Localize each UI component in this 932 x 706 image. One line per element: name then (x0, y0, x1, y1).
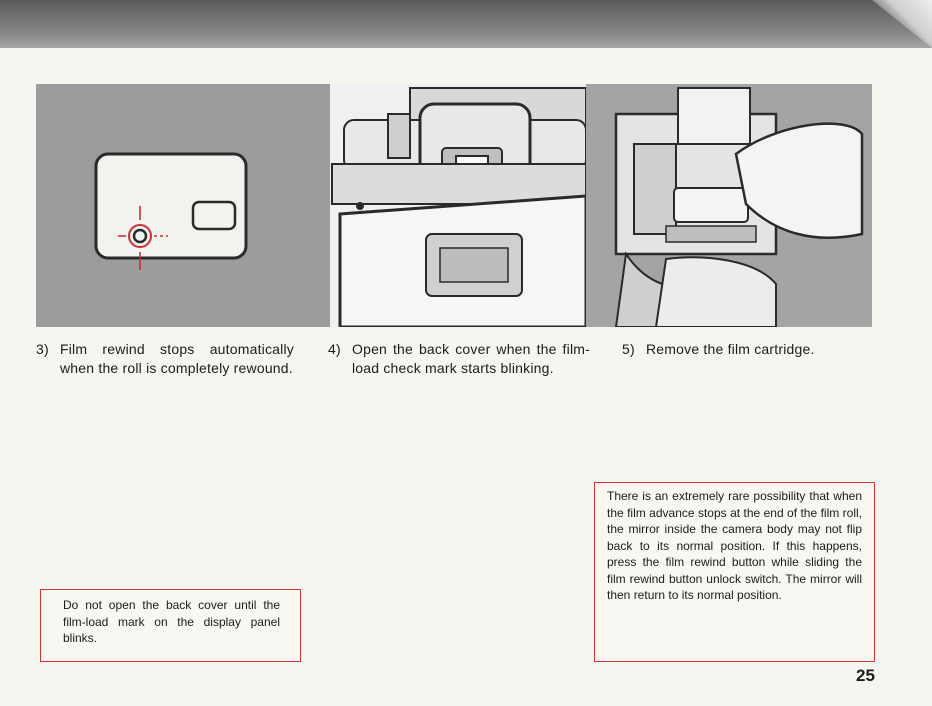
camera-back-drawing (330, 84, 586, 327)
illustration-display-panel (36, 84, 330, 327)
page-number: 25 (856, 666, 875, 685)
illustration-back-cover (330, 84, 586, 327)
illustration-remove-cartridge (586, 84, 872, 327)
page-top-shadow (0, 0, 932, 50)
mirror-note: There is an extremely rare possibility t… (594, 482, 875, 662)
display-panel-drawing (36, 84, 330, 327)
film-load-mark-icon (118, 206, 168, 270)
step-3-text: Film rewind stops automatically when the… (60, 341, 294, 376)
step-4-number: 4) (328, 341, 341, 357)
step-5-text: Remove the film cartridge. (646, 341, 815, 357)
caution-note: Do not open the back cover until the fil… (40, 589, 301, 662)
step-3-number: 3) (36, 341, 49, 357)
step-4-text: Open the back cover when the film-load c… (352, 341, 590, 376)
cartridge-removal-drawing (586, 84, 872, 327)
step-5-number: 5) (622, 341, 635, 357)
